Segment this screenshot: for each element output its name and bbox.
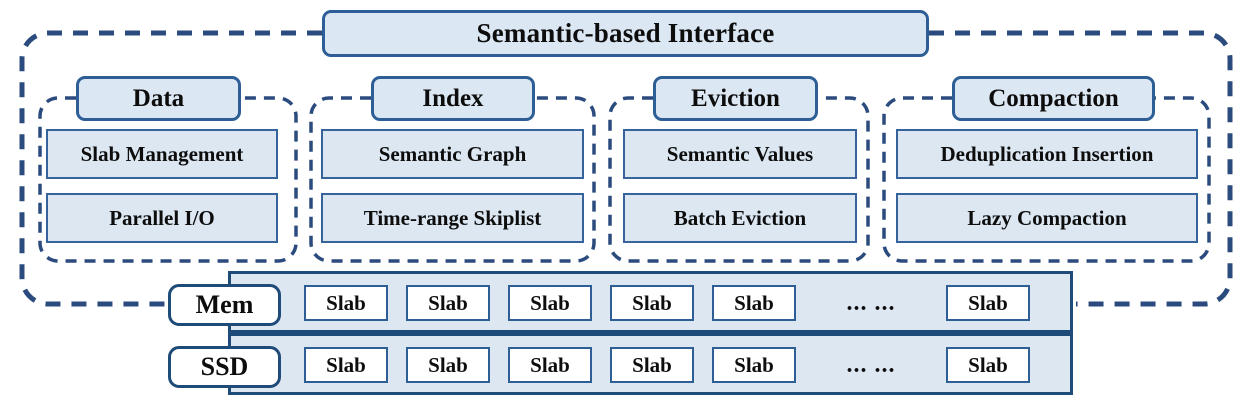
slab-ssd-6[interactable]: Slab — [946, 347, 1030, 383]
slab-mem-1[interactable]: Slab — [304, 285, 388, 321]
ellipsis-ssd: ... ... — [846, 352, 896, 378]
slab-mem-3[interactable]: Slab — [508, 285, 592, 321]
group-header-compaction[interactable]: Compaction — [952, 76, 1155, 121]
slab-mem-4[interactable]: Slab — [610, 285, 694, 321]
item-semantic-graph[interactable]: Semantic Graph — [321, 129, 584, 179]
item-parallel-io[interactable]: Parallel I/O — [46, 193, 278, 243]
slab-ssd-5[interactable]: Slab — [712, 347, 796, 383]
item-lazy-compaction[interactable]: Lazy Compaction — [896, 193, 1198, 243]
item-time-range-skiplist[interactable]: Time-range Skiplist — [321, 193, 584, 243]
slab-ssd-3[interactable]: Slab — [508, 347, 592, 383]
tier-label-ssd[interactable]: SSD — [168, 346, 281, 388]
page-title: Semantic-based Interface — [322, 10, 929, 57]
group-header-eviction[interactable]: Eviction — [653, 76, 818, 121]
item-deduplication-insertion[interactable]: Deduplication Insertion — [896, 129, 1198, 179]
slab-mem-6[interactable]: Slab — [946, 285, 1030, 321]
tier-label-mem[interactable]: Mem — [168, 284, 281, 326]
item-batch-eviction[interactable]: Batch Eviction — [623, 193, 857, 243]
slab-ssd-4[interactable]: Slab — [610, 347, 694, 383]
group-header-data[interactable]: Data — [76, 76, 241, 121]
slab-mem-5[interactable]: Slab — [712, 285, 796, 321]
slab-ssd-2[interactable]: Slab — [406, 347, 490, 383]
group-header-index[interactable]: Index — [371, 76, 535, 121]
item-semantic-values[interactable]: Semantic Values — [623, 129, 857, 179]
item-slab-management[interactable]: Slab Management — [46, 129, 278, 179]
slab-ssd-1[interactable]: Slab — [304, 347, 388, 383]
ellipsis-mem: ... ... — [846, 290, 896, 316]
slab-mem-2[interactable]: Slab — [406, 285, 490, 321]
